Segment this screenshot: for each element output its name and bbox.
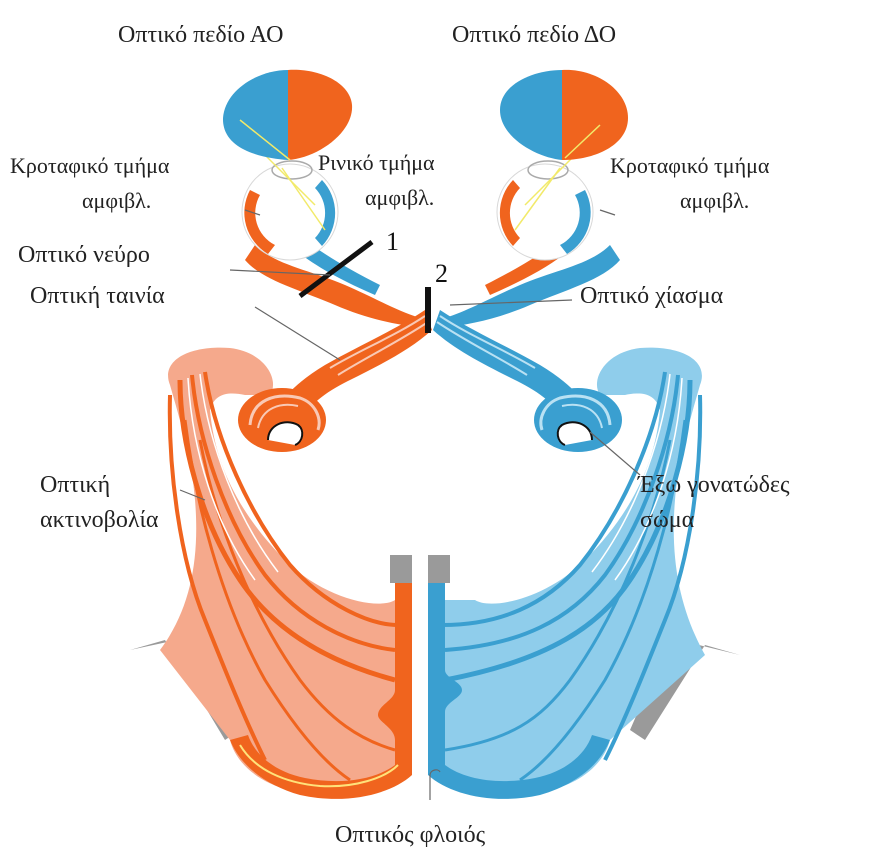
left-visual-field xyxy=(223,70,352,160)
label-visual-field-left: Οπτικό πεδίο ΑΟ xyxy=(118,22,283,48)
label-lgn-2: σώμα xyxy=(640,507,695,533)
label-temporal-retina-right-1: Κροταφικό τμήμα xyxy=(610,153,770,178)
label-temporal-retina-right-2: αμφιβλ. xyxy=(680,188,749,213)
label-visual-field-right: Οπτικό πεδίο ΔΟ xyxy=(452,22,616,48)
lesion-label-2: 2 xyxy=(435,259,448,288)
label-nasal-retina-1: Ρινικό τμήμα xyxy=(318,150,435,175)
lesion-label-1: 1 xyxy=(386,227,399,256)
label-optic-tract: Οπτική ταινία xyxy=(30,283,165,309)
label-temporal-retina-left-1: Κροταφικό τμήμα xyxy=(10,153,170,178)
right-lgn xyxy=(534,388,622,452)
label-lgn-1: Έξω γονατώδες xyxy=(637,472,790,498)
label-temporal-retina-left-2: αμφιβλ. xyxy=(82,188,151,213)
label-optic-radiation-2: ακτινοβολία xyxy=(40,507,159,533)
label-optic-chiasm: Οπτικό χίασμα xyxy=(580,283,724,309)
right-visual-field xyxy=(500,70,628,160)
label-visual-cortex: Οπτικός φλοιός xyxy=(335,822,486,848)
label-nasal-retina-2: αμφιβλ. xyxy=(365,185,434,210)
label-optic-radiation-1: Οπτική xyxy=(40,472,110,498)
left-lgn xyxy=(238,388,326,452)
label-optic-nerve: Οπτικό νεύρο xyxy=(18,242,150,268)
